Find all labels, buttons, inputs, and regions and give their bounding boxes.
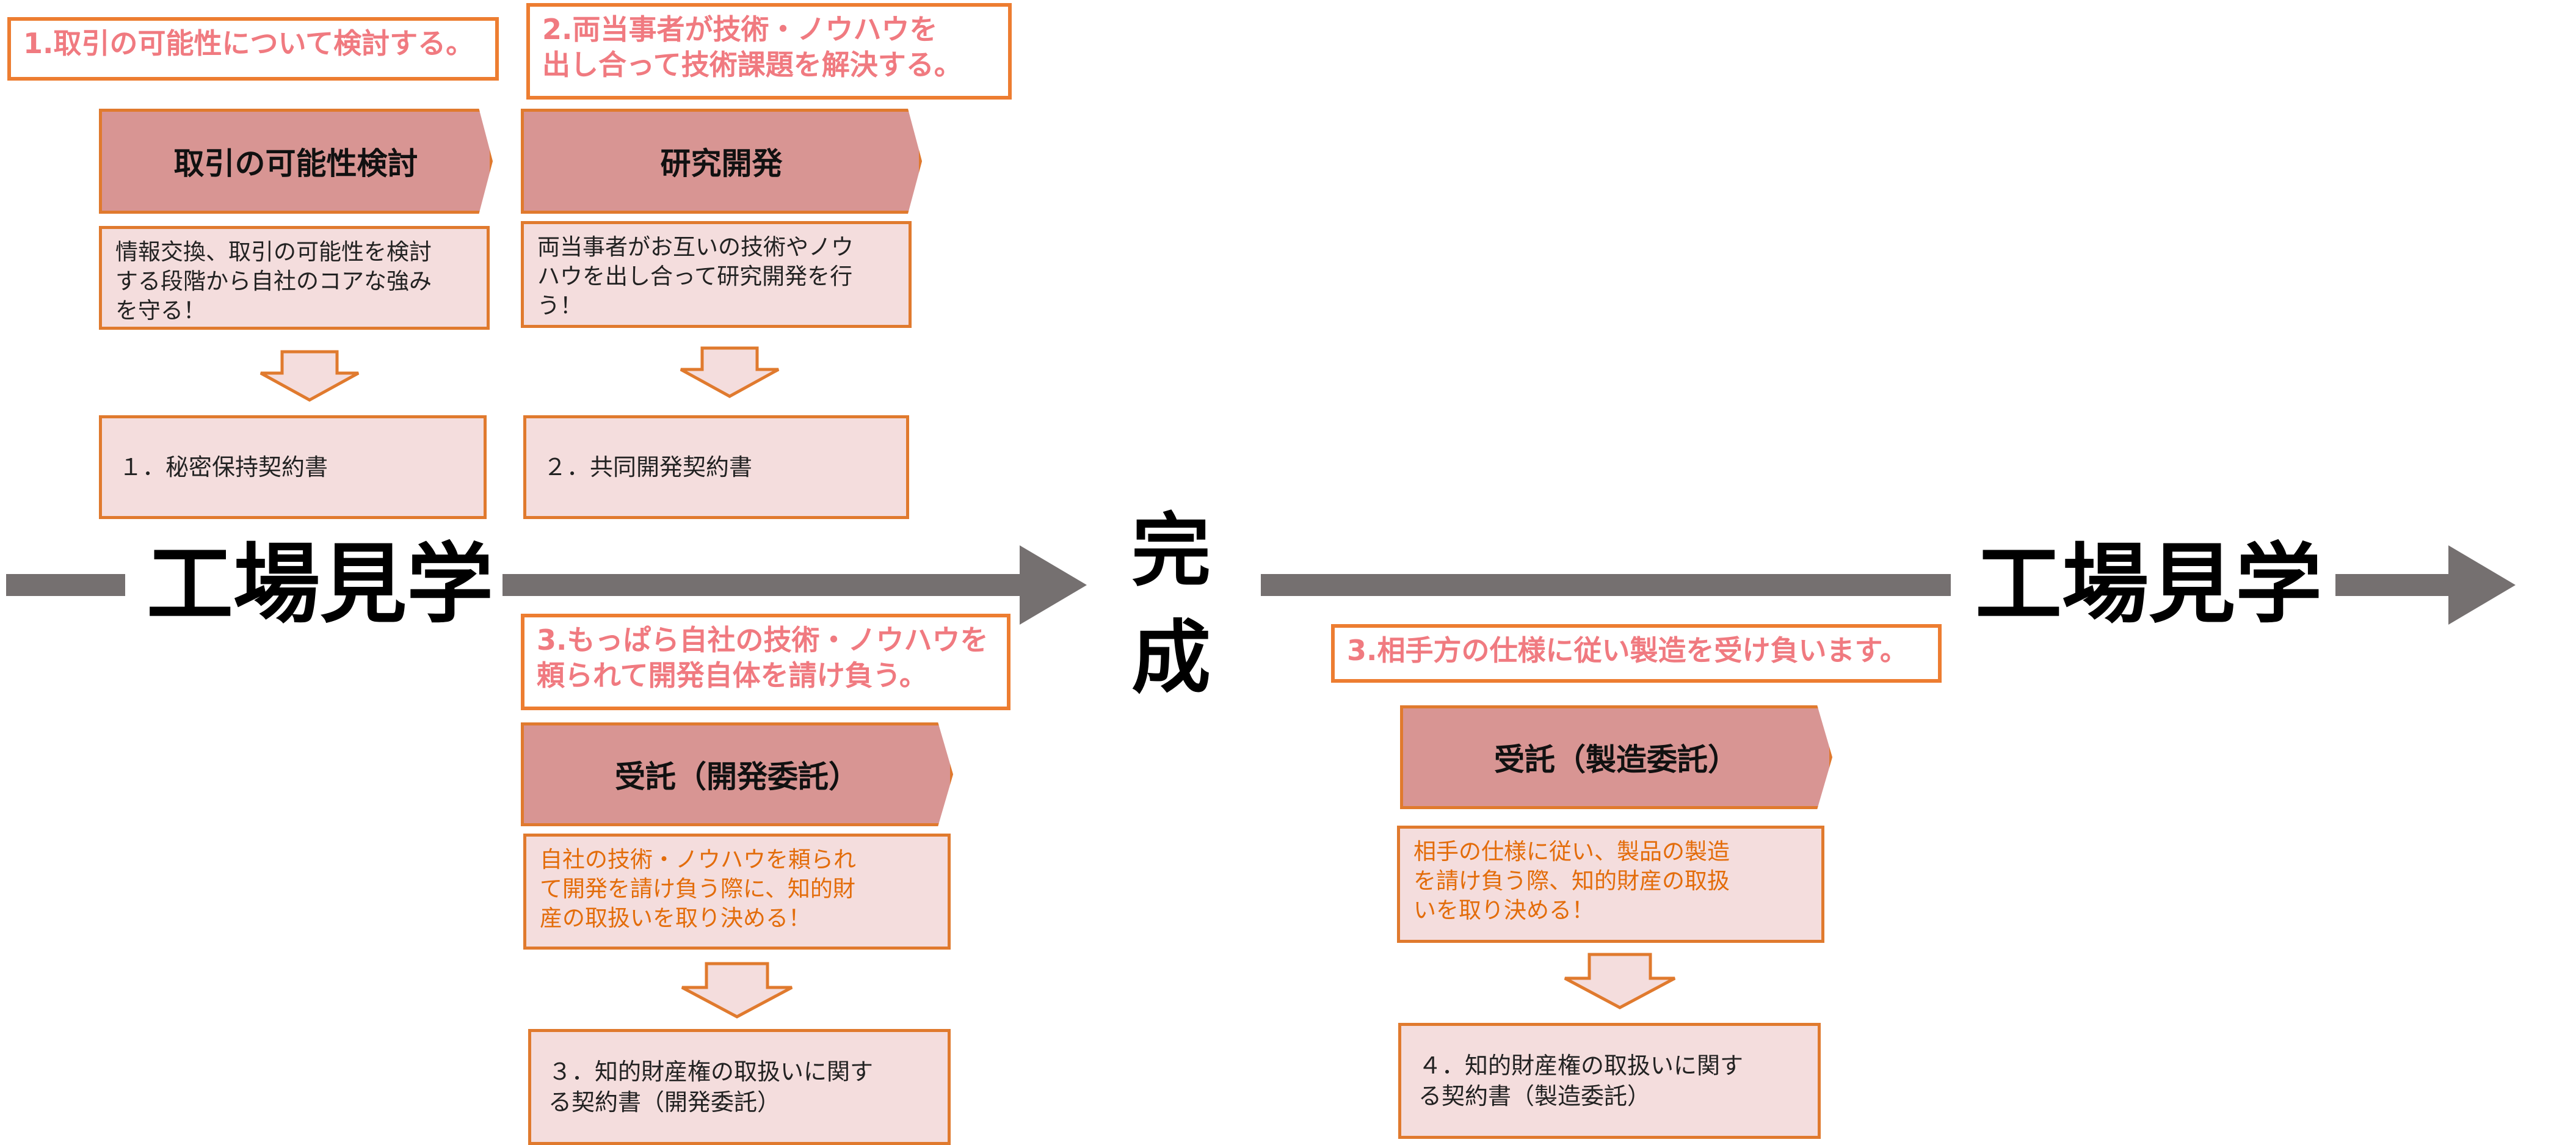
down-arrow-4 <box>1564 953 1676 1009</box>
contract-2: ２．共同開発契約書 <box>523 415 909 519</box>
factory-tour-label-left: 工場見学 <box>147 534 493 635</box>
completion-label: 完 成 <box>1131 504 1211 704</box>
step-1-chevron: 取引の可能性検討 <box>99 109 493 214</box>
contract-1: １．秘密保持契約書 <box>99 415 487 519</box>
step-3-chevron: 受託（開発委託） <box>521 722 953 826</box>
step-4-description: 相手の仕様に従い、製品の製造 を請け負う際、知的財産の取扱 いを取り決める！ <box>1397 826 1824 943</box>
step-1-title: 取引の可能性検討 <box>173 146 418 181</box>
heading-step-3-development: 3.もっぱら自社の技術・ノウハウを 頼られて開発自体を請け負う。 <box>521 614 1010 710</box>
step-3-description: 自社の技術・ノウハウを頼られ て開発を請け負う際に、知的財 産の取扱いを取り決め… <box>523 834 951 950</box>
timeline-segment-end <box>2335 574 2458 596</box>
timeline-segment-middle <box>503 574 1028 596</box>
timeline-arrowhead-middle <box>1020 545 1087 625</box>
down-arrow-3 <box>681 962 793 1019</box>
contract-4: ４．知的財産権の取扱いに関す る契約書（製造委託） <box>1398 1023 1821 1139</box>
heading-step-1: 1.取引の可能性について検討する。 <box>7 17 499 81</box>
step-1-description: 情報交換、取引の可能性を検討 する段階から自社のコアな強み を守る！ <box>99 226 490 330</box>
heading-step-2: 2.両当事者が技術・ノウハウを 出し合って技術課題を解決する。 <box>526 3 1012 100</box>
step-3-title: 受託（開発委託） <box>615 759 859 794</box>
heading-step-3-manufacturing: 3.相手方の仕様に従い製造を受け負います。 <box>1331 624 1942 683</box>
down-arrow-1 <box>259 350 360 402</box>
contract-3: ３．知的財産権の取扱いに関す る契約書（開発委託） <box>528 1029 951 1145</box>
step-4-title: 受託（製造委託） <box>1494 742 1738 777</box>
step-2-description: 両当事者がお互いの技術やノウ ハウを出し合って研究開発を行 う！ <box>521 221 912 328</box>
timeline-segment-right <box>1261 574 1951 596</box>
step-4-chevron: 受託（製造委託） <box>1400 705 1832 809</box>
step-2-title: 研究開発 <box>660 146 783 181</box>
timeline-arrowhead-end <box>2448 545 2516 625</box>
step-2-chevron: 研究開発 <box>521 109 922 214</box>
timeline-segment-left <box>6 574 125 596</box>
factory-tour-label-right: 工場見学 <box>1975 534 2322 635</box>
down-arrow-2 <box>680 346 780 398</box>
